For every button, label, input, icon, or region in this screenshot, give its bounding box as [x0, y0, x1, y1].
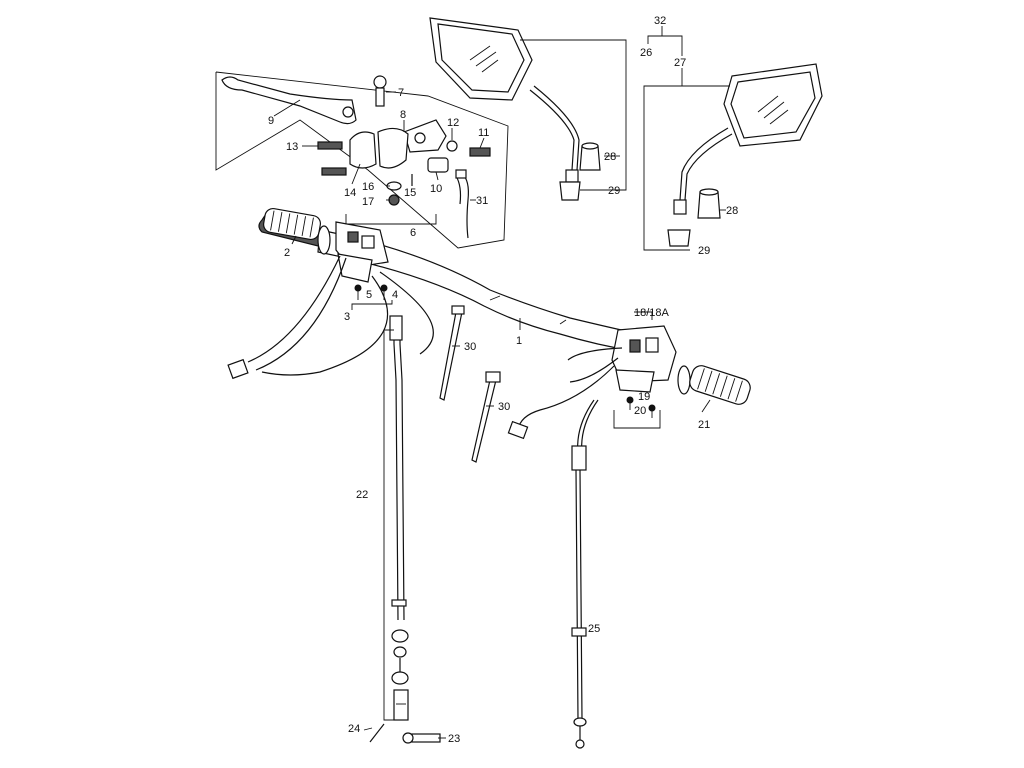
callout-4: 4: [392, 289, 398, 301]
callout-12: 12: [447, 117, 459, 129]
left-mirror: [429, 17, 581, 201]
leader-lines: [273, 91, 711, 739]
callout-29-left: 29: [608, 185, 620, 197]
callout-1: 1: [516, 335, 522, 347]
callout-30-upper: 30: [464, 341, 476, 353]
callout-31: 31: [476, 195, 488, 207]
callout-28-left: 28: [604, 151, 616, 163]
callout-22: 22: [356, 489, 368, 501]
callout-25: 25: [588, 623, 600, 635]
callout-16: 16: [362, 181, 374, 193]
callout-18: 18/18A: [634, 307, 670, 319]
callout-7: 7: [398, 87, 404, 99]
right-grip: [677, 365, 751, 405]
callout-6: 6: [410, 227, 416, 239]
lever-holder-parts: [317, 75, 491, 239]
cable-ties: [439, 305, 501, 463]
callout-29-right: 29: [698, 245, 710, 257]
callout-10: 10: [430, 183, 442, 195]
callout-2: 2: [284, 247, 290, 259]
callout-30-lower: 30: [498, 401, 510, 413]
cable-22-bracket: [383, 329, 394, 721]
callout-14: 14: [344, 187, 356, 199]
mirror-brackets: [520, 26, 730, 251]
callout-28-right: 28: [726, 205, 738, 217]
right-mirror: [667, 63, 823, 247]
callout-8: 8: [400, 109, 406, 121]
clutch-cable: [389, 315, 409, 721]
throttle-cable: [571, 399, 599, 749]
callout-26: 26: [640, 47, 652, 59]
callout-17: 17: [362, 196, 374, 208]
callout-19: 19: [638, 391, 650, 403]
callout-3: 3: [344, 311, 350, 323]
callout-21: 21: [698, 419, 710, 431]
callout-13: 13: [286, 141, 298, 153]
brake-lever: [221, 76, 357, 125]
callout-24: 24: [348, 723, 360, 735]
left-grip: [258, 207, 331, 255]
callout-23: 23: [448, 733, 460, 745]
left-wire-harness: [227, 255, 434, 380]
cable-pin-parts: [369, 723, 441, 744]
callout-9: 9: [268, 115, 274, 127]
callout-15: 15: [404, 187, 416, 199]
callout-5: 5: [366, 289, 372, 301]
right-switch-housing: [507, 325, 677, 440]
callout-32: 32: [654, 15, 666, 27]
callout-11: 11: [478, 127, 489, 139]
mirror-covers: [579, 142, 721, 219]
callout-27: 27: [674, 57, 686, 69]
right-switch-bracket: [613, 311, 661, 429]
callout-labels: 7 9 8 12 11 13 14 16 17 15 10 31 6 2 5 4…: [268, 15, 738, 745]
callout-20: 20: [634, 405, 646, 417]
lever-group-outline: [215, 71, 509, 249]
left-switch-housing: [335, 221, 389, 300]
